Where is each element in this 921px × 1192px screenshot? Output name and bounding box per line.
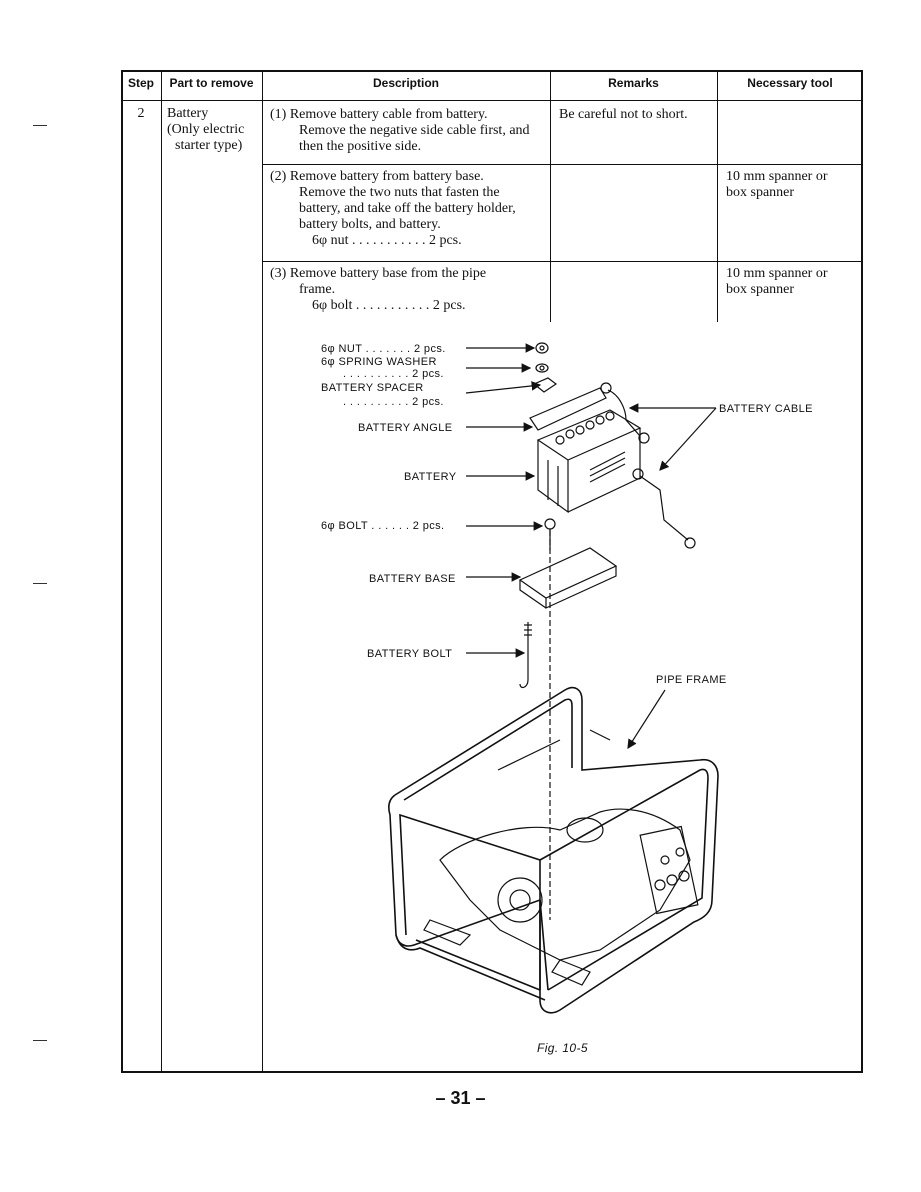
label-base: BATTERY BASE xyxy=(369,573,456,585)
label-washer-qty: . . . . . . . . . . 2 pcs. xyxy=(343,368,444,380)
margin-mark xyxy=(33,583,47,584)
row-divider xyxy=(262,261,863,262)
table-frame xyxy=(121,70,863,1073)
column-divider xyxy=(717,70,718,322)
header-part: Part to remove xyxy=(169,76,254,90)
description-1: (1) Remove battery cable from battery. R… xyxy=(270,107,530,154)
header-tool: Necessary tool xyxy=(747,76,833,90)
description-2: (2) Remove battery from battery base. Re… xyxy=(270,169,516,248)
header-remarks: Remarks xyxy=(608,76,659,90)
page-number: – 31 – xyxy=(435,1088,486,1108)
tool-2: 10 mm spanner or box spanner xyxy=(726,169,828,200)
header-divider xyxy=(121,100,863,101)
margin-mark xyxy=(33,125,47,126)
label-nut: 6φ NUT . . . . . . . 2 pcs. xyxy=(321,343,446,355)
tool-3: 10 mm spanner or box spanner xyxy=(726,266,828,297)
column-divider xyxy=(161,70,162,1073)
header-description: Description xyxy=(372,76,439,90)
label-battery: BATTERY xyxy=(404,471,457,483)
margin-mark xyxy=(33,1040,47,1041)
label-spacer-qty: . . . . . . . . . . 2 pcs. xyxy=(343,396,444,408)
row-divider xyxy=(262,164,863,165)
figure-caption: Fig. 10-5 xyxy=(537,1041,588,1055)
label-washer: 6φ SPRING WASHER xyxy=(321,356,437,368)
label-bolt: 6φ BOLT . . . . . . 2 pcs. xyxy=(321,520,445,532)
label-angle: BATTERY ANGLE xyxy=(358,422,452,434)
label-frame: PIPE FRAME xyxy=(656,674,727,686)
step-number: 2 xyxy=(137,106,145,121)
part-name: Battery (Only electric starter type) xyxy=(167,106,245,153)
remarks-1: Be careful not to short. xyxy=(559,107,688,122)
description-3: (3) Remove battery base from the pipe fr… xyxy=(270,266,487,313)
column-divider xyxy=(262,70,263,1073)
label-spacer: BATTERY SPACER xyxy=(321,382,424,394)
label-battery-bolt: BATTERY BOLT xyxy=(367,648,452,660)
label-cable: BATTERY CABLE xyxy=(719,403,813,415)
header-step: Step xyxy=(127,76,154,90)
column-divider xyxy=(550,70,551,322)
